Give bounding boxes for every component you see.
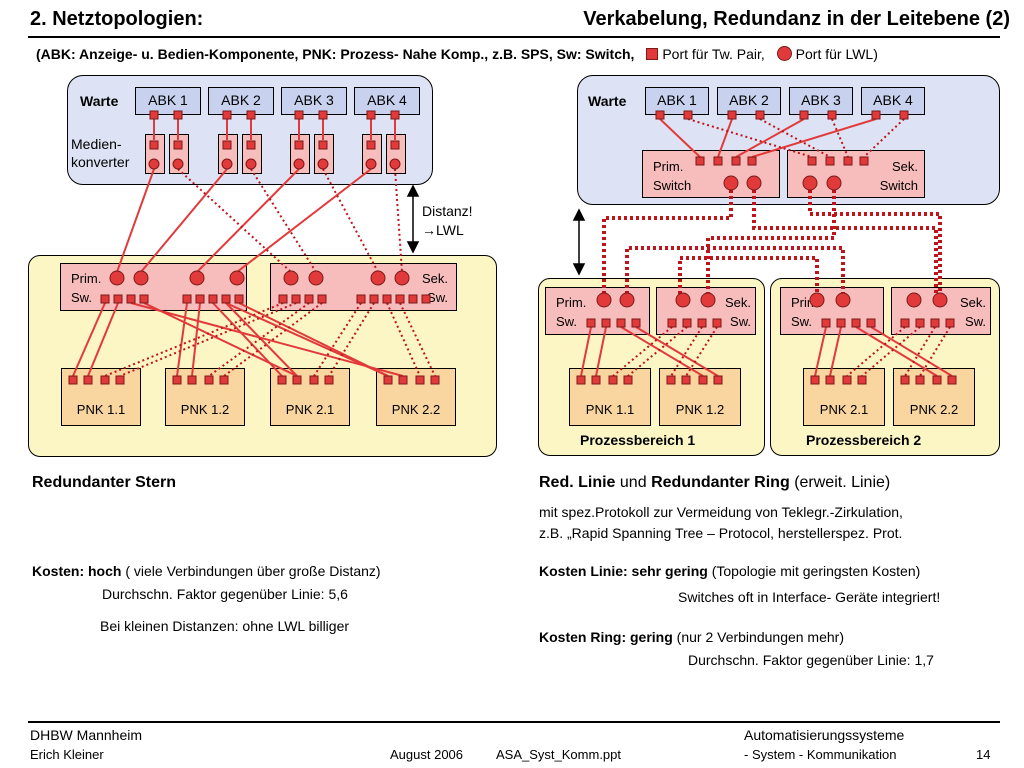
right-pnk-2-2: PNK 2.2 (893, 368, 975, 426)
left-pnk-1-1: PNK 1.1 (61, 368, 141, 426)
caption-part: Red. Linie (539, 474, 616, 491)
process-area-1-label: Prozessbereich 1 (580, 432, 696, 448)
switch-label: Prim. Sw. (556, 295, 587, 329)
right-caption: Red. Linie und Redundanter Ring (erweit.… (539, 474, 890, 492)
section-title: 2. Netztopologien: (30, 8, 204, 30)
header-rule (28, 36, 1000, 38)
media-converter (314, 134, 334, 174)
left-abk-1: ABK 1 (135, 87, 201, 115)
area2-prim-switch: Prim. Sw. (780, 287, 884, 335)
right-pnk-1-2: PNK 1.2 (659, 368, 741, 426)
pnk-label: PNK 1.2 (180, 402, 230, 417)
left-pnk-1-2: PNK 1.2 (165, 368, 245, 426)
right-sek-switch: Sek. Switch (787, 150, 925, 198)
footer-file: ASA_Syst_Komm.ppt (496, 747, 621, 762)
protokoll-line-2: z.B. „Rapid Spanning Tree – Protocol, he… (539, 525, 903, 541)
medien-konverter-label: Medien- konverter (71, 136, 130, 170)
right-sek-switch-label: Sek. Switch (879, 159, 918, 193)
left-abk-3: ABK 3 (281, 87, 347, 115)
area1-prim-switch: Prim. Sw. (545, 287, 650, 335)
left-pnk-2-1: PNK 2.1 (270, 368, 350, 426)
distance-label: Distanz! →LWL (422, 203, 473, 238)
legend-lwl: Port für LWL) (795, 46, 878, 62)
right-warte-label: Warte (588, 93, 627, 109)
pnk-label: PNK 1.2 (675, 402, 725, 417)
left-sek-switch-label: Sek. Sw. (421, 271, 448, 305)
footer-author: Erich Kleiner (30, 747, 104, 762)
right-prim-switch: Prim. Switch (642, 150, 780, 198)
switches-integriert: Switches oft in Interface- Geräte integr… (678, 589, 941, 605)
right-prim-switch-label: Prim. Switch (653, 159, 692, 193)
kosten-stern-detail: ( viele Verbindungen über große Distanz) (125, 563, 381, 579)
media-converter (362, 134, 382, 174)
kosten-linie: Kosten Linie: sehr gering (Topologie mit… (539, 563, 920, 579)
faktor-ring: Durchschn. Faktor gegenüber Linie: 1,7 (688, 652, 934, 668)
media-converter (218, 134, 238, 174)
left-caption: Redundanter Stern (32, 474, 177, 491)
kosten-ring-detail: (nur 2 Verbindungen mehr) (676, 629, 844, 645)
arrow-head-down (572, 263, 586, 276)
lwl-port-icon (776, 46, 792, 61)
kosten-stern-label: Kosten: hoch (32, 563, 122, 579)
footer-rule (28, 721, 1000, 723)
switch-label: Sek. Sw. (724, 295, 751, 329)
footer-org: DHBW Mannheim (30, 727, 143, 743)
left-warte-label: Warte (80, 93, 119, 109)
media-converter (169, 134, 189, 174)
arrow-head-down (406, 241, 420, 254)
left-prim-switch: Prim. Sw. (60, 263, 247, 311)
kosten-ring-label: Kosten Ring: gering (539, 629, 673, 645)
kleine-distanzen: Bei kleinen Distanzen: ohne LWL billiger (100, 618, 350, 634)
slide-title: Verkabelung, Redundanz in der Leitebene … (583, 8, 1010, 30)
pnk-label: PNK 2.1 (285, 402, 335, 417)
legend-abbr: (ABK: Anzeige- u. Bedien-Komponente, PNK… (36, 46, 635, 62)
right-pnk-1-1: PNK 1.1 (569, 368, 651, 426)
right-abk-4: ABK 4 (861, 87, 925, 115)
pnk-label: PNK 2.1 (819, 402, 869, 417)
right-abk-3: ABK 3 (789, 87, 853, 115)
caption-part: (erweit. Linie) (794, 474, 891, 491)
left-sek-switch: Sek. Sw. (270, 263, 457, 311)
right-pnk-2-1: PNK 2.1 (803, 368, 885, 426)
left-prim-switch-label: Prim. Sw. (71, 271, 102, 305)
legend-tp: Port für Tw. Pair, (662, 46, 765, 62)
right-abk-1: ABK 1 (645, 87, 709, 115)
process-area-2-label: Prozessbereich 2 (806, 432, 922, 448)
media-converter (145, 134, 165, 174)
area1-sek-switch: Sek. Sw. (656, 287, 756, 335)
legend: (ABK: Anzeige- u. Bedien-Komponente, PNK… (36, 46, 878, 62)
arrow-head-up (572, 208, 586, 221)
faktor-stern: Durchschn. Faktor gegenüber Linie: 5,6 (102, 586, 348, 602)
kosten-linie-label: Kosten Linie: sehr gering (539, 563, 708, 579)
pnk-label: PNK 1.1 (76, 402, 126, 417)
media-converter (242, 134, 262, 174)
switch-label: Sek. Sw. (959, 295, 986, 329)
protokoll-line-1: mit spez.Protokoll zur Vermeidung von Te… (539, 504, 903, 520)
kosten-ring: Kosten Ring: gering (nur 2 Verbindungen … (539, 629, 844, 645)
footer-topic: - System - Kommunikation (744, 747, 897, 762)
footer-page: 14 (976, 747, 991, 762)
left-abk-2: ABK 2 (208, 87, 274, 115)
pnk-label: PNK 2.2 (909, 402, 959, 417)
footer-date: August 2006 (390, 747, 464, 762)
caption-part: und (619, 474, 647, 491)
tp-port-icon (646, 48, 659, 60)
caption-part: Redundanter Ring (651, 474, 790, 491)
right-abk-2: ABK 2 (717, 87, 781, 115)
left-pnk-2-2: PNK 2.2 (376, 368, 456, 426)
arrow-head-up (406, 184, 420, 197)
media-converter (386, 134, 406, 174)
area2-sek-switch: Sek. Sw. (891, 287, 991, 335)
kosten-stern: Kosten: hoch ( viele Verbindungen über g… (32, 563, 381, 579)
kosten-linie-detail: (Topologie mit geringsten Kosten) (711, 563, 921, 579)
pnk-label: PNK 2.2 (391, 402, 441, 417)
switch-label: Prim. Sw. (791, 295, 822, 329)
footer-course: Automatisierungssysteme (744, 727, 905, 743)
media-converter (290, 134, 310, 174)
pnk-label: PNK 1.1 (585, 402, 635, 417)
left-abk-4: ABK 4 (354, 87, 420, 115)
